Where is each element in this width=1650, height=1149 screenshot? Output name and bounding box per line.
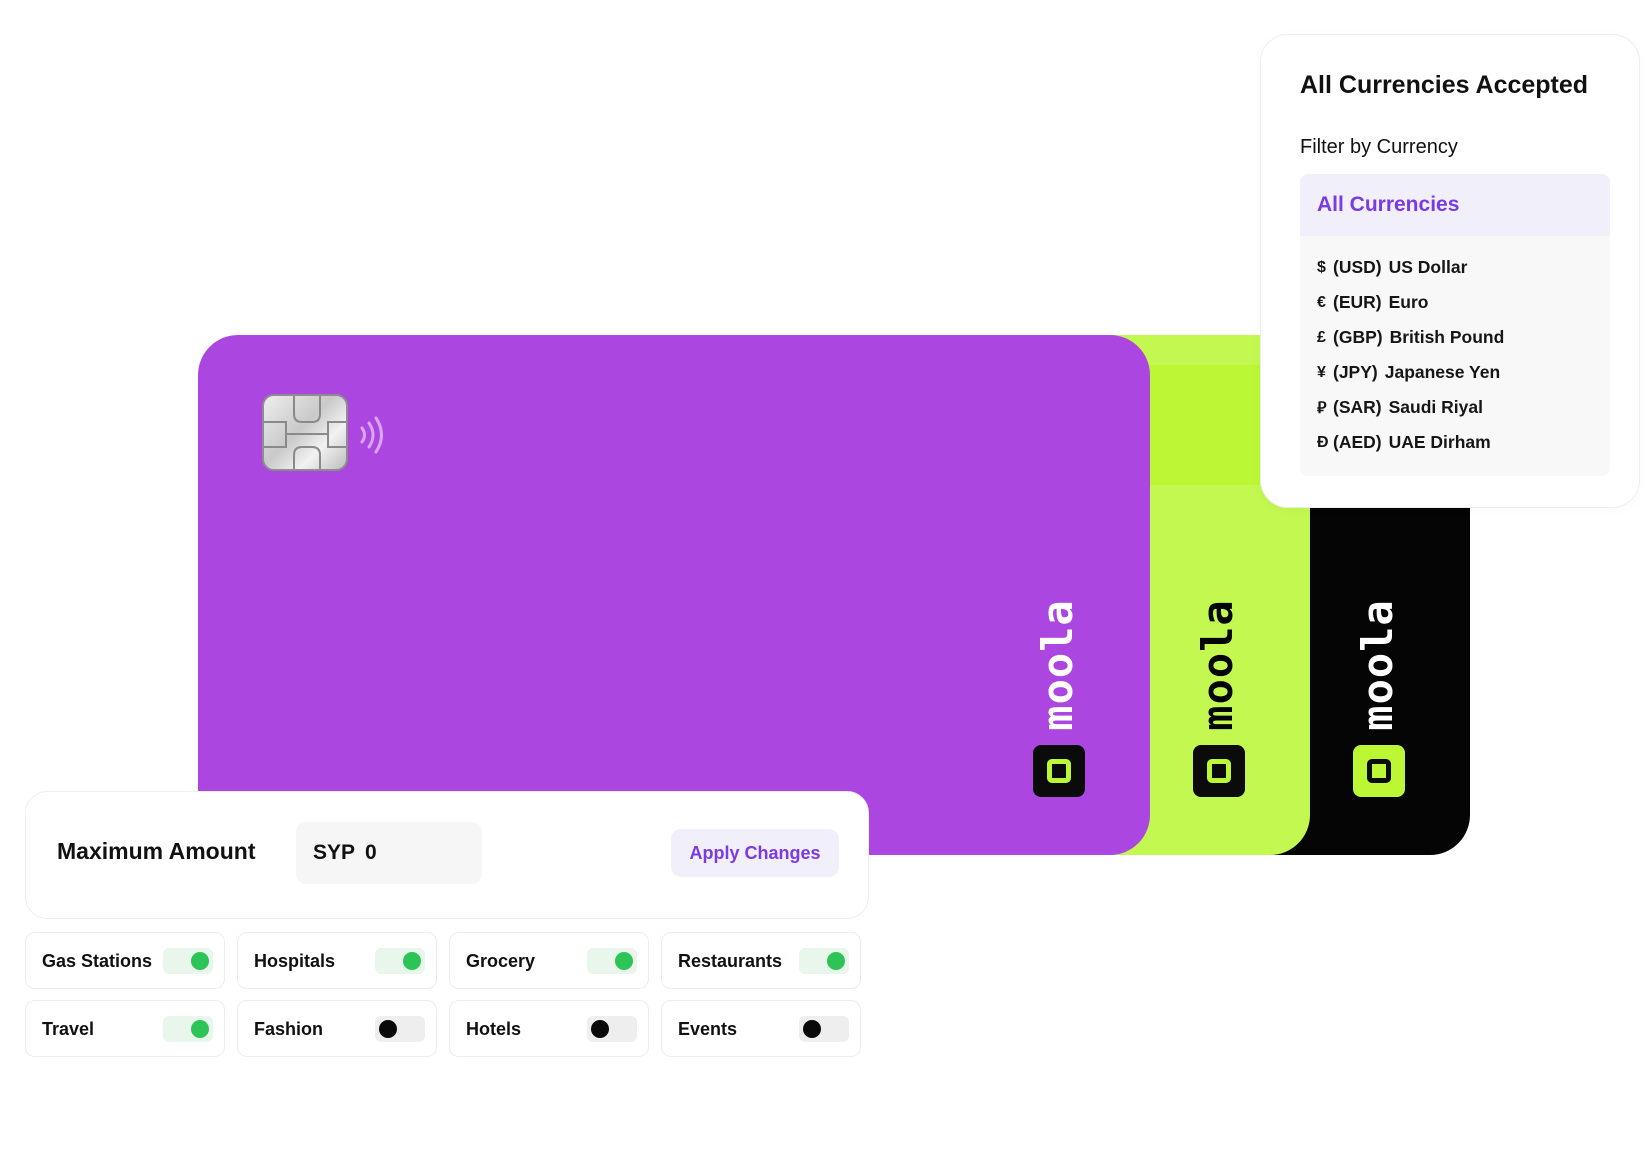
category-gas-stations: Gas Stations bbox=[25, 932, 225, 989]
category-grocery: Grocery bbox=[449, 932, 649, 989]
category-label: Events bbox=[678, 1019, 738, 1039]
card-purple[interactable] bbox=[198, 335, 1150, 855]
amount-value: 0 bbox=[365, 841, 377, 864]
brand-wordmark: moola bbox=[1353, 599, 1402, 731]
currency-filter-selected[interactable]: All Currencies bbox=[1300, 174, 1610, 236]
currency-name: US Dollar bbox=[1388, 257, 1468, 277]
card-lime-brand: moola bbox=[1188, 590, 1248, 800]
toggle-switch[interactable] bbox=[163, 1016, 213, 1042]
currency-code: (EUR) bbox=[1333, 292, 1382, 312]
category-label: Hotels bbox=[466, 1019, 522, 1039]
category-label: Grocery bbox=[466, 951, 536, 971]
toggle-switch[interactable] bbox=[375, 948, 425, 974]
brand-logo-icon bbox=[1033, 745, 1085, 797]
riyal-icon: ⃁ bbox=[1317, 399, 1327, 417]
currency-option-usd[interactable]: $ (USD) US Dollar bbox=[1317, 250, 1610, 285]
category-travel: Travel bbox=[25, 1000, 225, 1057]
category-label: Fashion bbox=[254, 1019, 324, 1039]
card-black-brand: moola bbox=[1348, 590, 1408, 800]
currency-options-list: $ (USD) US Dollar € (EUR) Euro £ (GBP) B… bbox=[1300, 236, 1610, 476]
category-label: Travel bbox=[42, 1019, 95, 1039]
category-hospitals: Hospitals bbox=[237, 932, 437, 989]
category-label: Gas Stations bbox=[42, 951, 153, 971]
currency-code: (SAR) bbox=[1333, 397, 1382, 417]
card-purple-brand: moola bbox=[1028, 590, 1088, 800]
pound-icon: £ bbox=[1317, 328, 1326, 346]
currency-name: UAE Dirham bbox=[1388, 432, 1491, 452]
yen-icon: ¥ bbox=[1317, 363, 1326, 381]
toggle-switch[interactable] bbox=[163, 948, 213, 974]
toggle-switch[interactable] bbox=[799, 948, 849, 974]
currency-name: British Pound bbox=[1389, 327, 1505, 347]
maximum-amount-panel: Maximum Amount SYP 0 Apply Changes bbox=[25, 791, 869, 919]
currency-panel: All Currencies Accepted Filter by Curren… bbox=[1260, 34, 1640, 508]
brand-logo-icon bbox=[1353, 745, 1405, 797]
currency-filter-label: Filter by Currency bbox=[1300, 136, 1458, 158]
euro-icon: € bbox=[1317, 293, 1326, 311]
currency-option-gbp[interactable]: £ (GBP) British Pound bbox=[1317, 320, 1610, 355]
contactless-icon bbox=[360, 416, 383, 454]
currency-name: Japanese Yen bbox=[1384, 362, 1501, 382]
dirham-icon: Đ bbox=[1317, 433, 1329, 451]
maximum-amount-label: Maximum Amount bbox=[57, 838, 256, 864]
toggle-switch[interactable] bbox=[587, 1016, 637, 1042]
currency-code: (GBP) bbox=[1333, 327, 1383, 347]
currency-option-aed[interactable]: Đ (AED) UAE Dirham bbox=[1317, 425, 1610, 460]
currency-code: (AED) bbox=[1333, 432, 1382, 452]
toggle-switch[interactable] bbox=[799, 1016, 849, 1042]
category-restaurants: Restaurants bbox=[661, 932, 861, 989]
category-fashion: Fashion bbox=[237, 1000, 437, 1057]
currency-option-eur[interactable]: € (EUR) Euro bbox=[1317, 285, 1610, 320]
brand-logo-icon bbox=[1193, 745, 1245, 797]
category-label: Restaurants bbox=[678, 951, 783, 971]
toggle-switch[interactable] bbox=[587, 948, 637, 974]
brand-wordmark: moola bbox=[1033, 599, 1082, 731]
brand-wordmark: moola bbox=[1193, 599, 1242, 731]
currency-name: Saudi Riyal bbox=[1388, 397, 1483, 417]
apply-changes-button[interactable]: Apply Changes bbox=[671, 829, 839, 877]
amount-currency: SYP bbox=[313, 841, 356, 864]
currency-code: (JPY) bbox=[1333, 362, 1378, 382]
category-events: Events bbox=[661, 1000, 861, 1057]
dollar-icon: $ bbox=[1317, 258, 1326, 276]
currency-name: Euro bbox=[1388, 292, 1429, 312]
card-chip-icon bbox=[262, 394, 348, 471]
toggle-switch[interactable] bbox=[375, 1016, 425, 1042]
currency-option-jpy[interactable]: ¥ (JPY) Japanese Yen bbox=[1317, 355, 1610, 390]
category-label: Hospitals bbox=[254, 951, 336, 971]
category-hotels: Hotels bbox=[449, 1000, 649, 1057]
maximum-amount-input[interactable]: SYP 0 bbox=[296, 822, 482, 884]
currency-panel-title: All Currencies Accepted bbox=[1300, 71, 1589, 99]
currency-option-sar[interactable]: ⃁ (SAR) Saudi Riyal bbox=[1317, 390, 1610, 425]
currency-code: (USD) bbox=[1333, 257, 1382, 277]
